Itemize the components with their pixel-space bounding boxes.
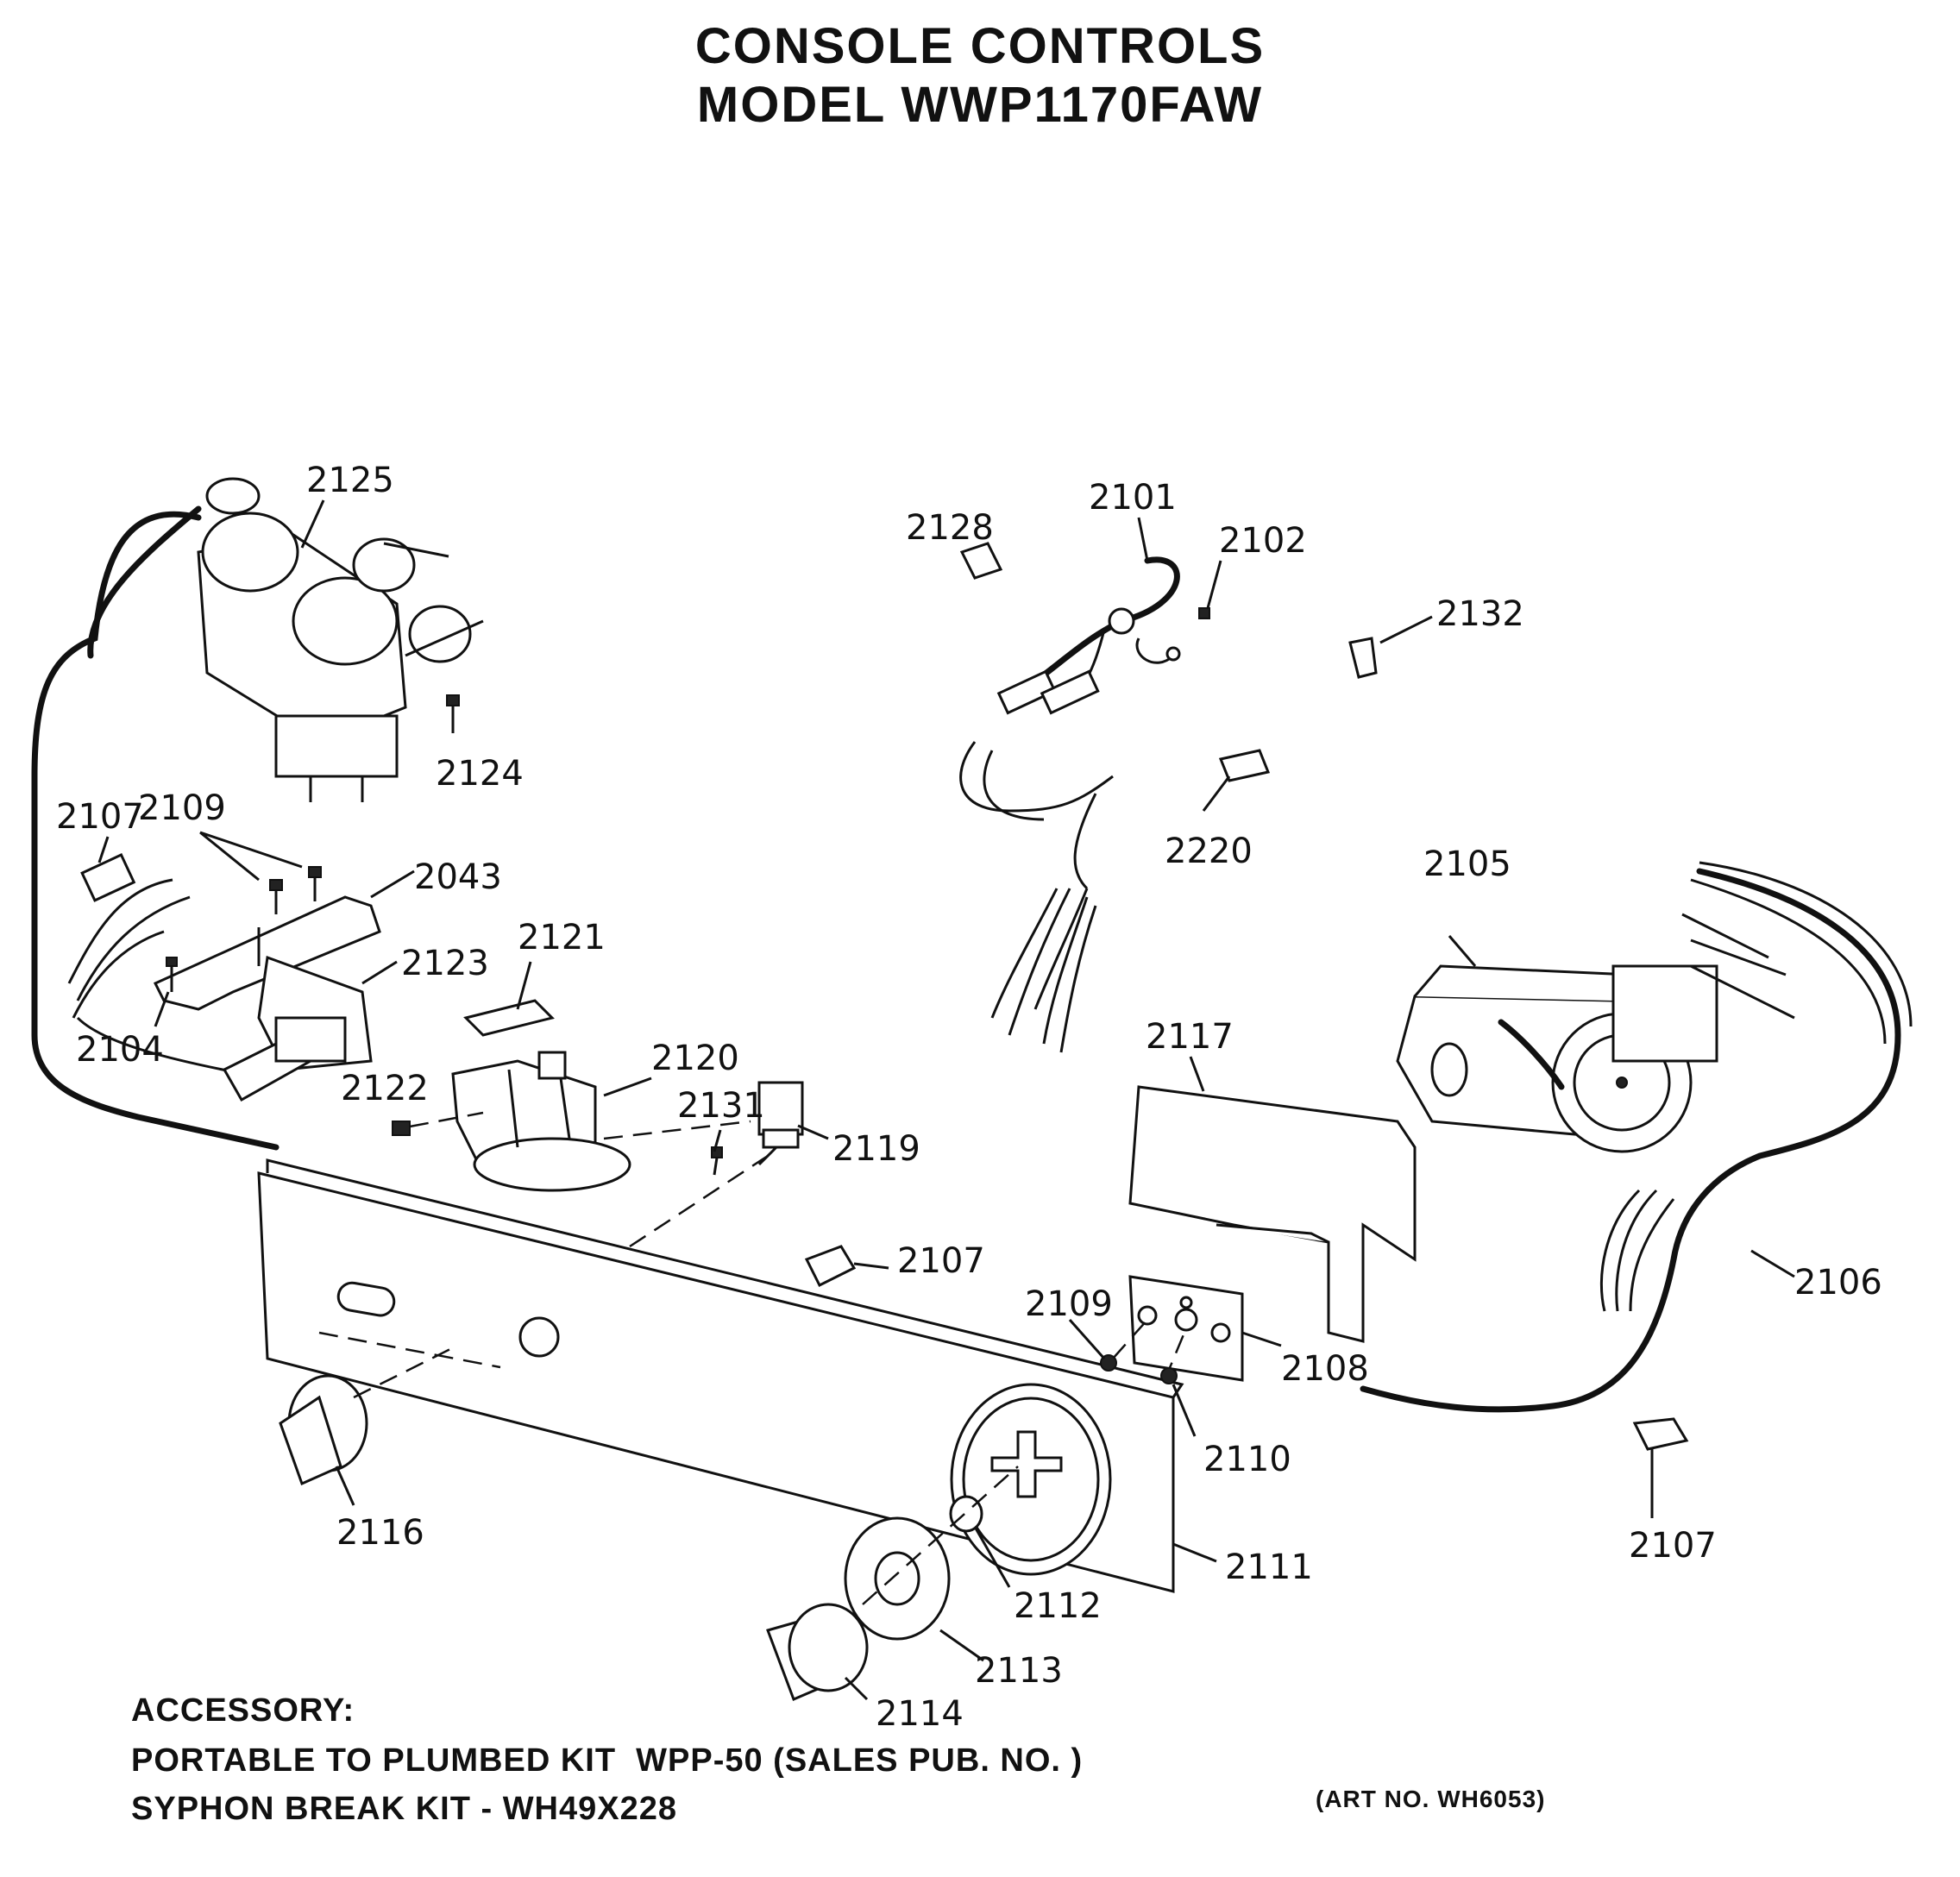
part-label-2101: 2101 [1089,478,1177,518]
pressure-switch-2120 [451,1051,631,1192]
screws-2109 [166,866,322,992]
part-label-2107-b: 2107 [897,1241,985,1281]
connector-2107-right [1632,1417,1689,1451]
part-label-2128: 2128 [906,508,994,548]
timer-cover-2117 [1128,1085,1417,1343]
part-label-2110: 2110 [1203,1440,1291,1479]
water-valve [197,477,484,802]
screw-2122 [392,1111,484,1136]
part-label-2123: 2123 [401,944,489,983]
accessory-heading: ACCESSORY: [131,1692,355,1729]
part-label-2131: 2131 [677,1086,765,1126]
connector-2107-mid [804,1245,857,1288]
part-label-2102: 2102 [1219,521,1307,561]
part-label-2220: 2220 [1165,832,1253,871]
part-label-2121: 2121 [518,918,606,957]
diagram-title: CONSOLE CONTROLS [694,18,1266,74]
part-label-2106: 2106 [1794,1263,1882,1303]
accessory-line-1: PORTABLE TO PLUMBED KIT WPP-50 (SALES PU… [131,1742,1084,1779]
knob-2114 [766,1603,869,1701]
part-label-2122: 2122 [341,1069,429,1108]
knob-2113 [844,1516,951,1641]
diagram-model-title: MODEL WWP1170FAW [696,77,1264,133]
accessory-line-2: SYPHON BREAK KIT - WH49X228 [131,1791,678,1827]
part-label-2132: 2132 [1436,594,1524,634]
part-label-2105: 2105 [1423,844,1511,884]
power-cord-2101 [959,556,1181,1053]
part-label-2111: 2111 [1225,1547,1313,1587]
art-number: (ART NO. WH6053) [1316,1786,1546,1812]
part-label-2108: 2108 [1281,1349,1369,1389]
harness-2106 [1360,861,1913,1413]
console-panel [257,1158,1184,1593]
part-label-2112: 2112 [1014,1586,1102,1626]
part-label-2113: 2113 [975,1651,1063,1691]
toggle-switch-2119 [711,1081,804,1176]
screw-2124 [446,694,460,733]
part-label-2117: 2117 [1146,1017,1234,1057]
connector-2107-left [80,853,136,902]
part-label-2107-c: 2107 [1629,1526,1717,1566]
knob-2116 [279,1374,368,1486]
part-label-2109-b: 2109 [1025,1284,1113,1324]
part-label-2120: 2120 [651,1039,739,1078]
timer-2105 [1396,964,1718,1153]
part-label-2116: 2116 [336,1513,424,1553]
part-label-2104: 2104 [76,1030,164,1070]
part-label-2107-a: 2107 [56,797,144,837]
part-label-2125: 2125 [306,461,394,500]
harness-left [31,511,280,1151]
switch-2123 [222,955,373,1102]
part-label-2043: 2043 [414,857,502,897]
screw-2102 [1198,607,1210,619]
strip-2121 [463,999,555,1037]
plate-2108 [1112,1275,1244,1382]
part-label-2119: 2119 [832,1129,920,1169]
clip-2128 [959,542,1003,580]
part-label-2109-a: 2109 [138,788,226,828]
bracket-2043 [153,895,381,1011]
clip-2132 [1348,637,1378,679]
connector-2220 [1218,749,1271,782]
part-label-2114: 2114 [876,1694,964,1734]
part-label-2124: 2124 [436,754,524,794]
